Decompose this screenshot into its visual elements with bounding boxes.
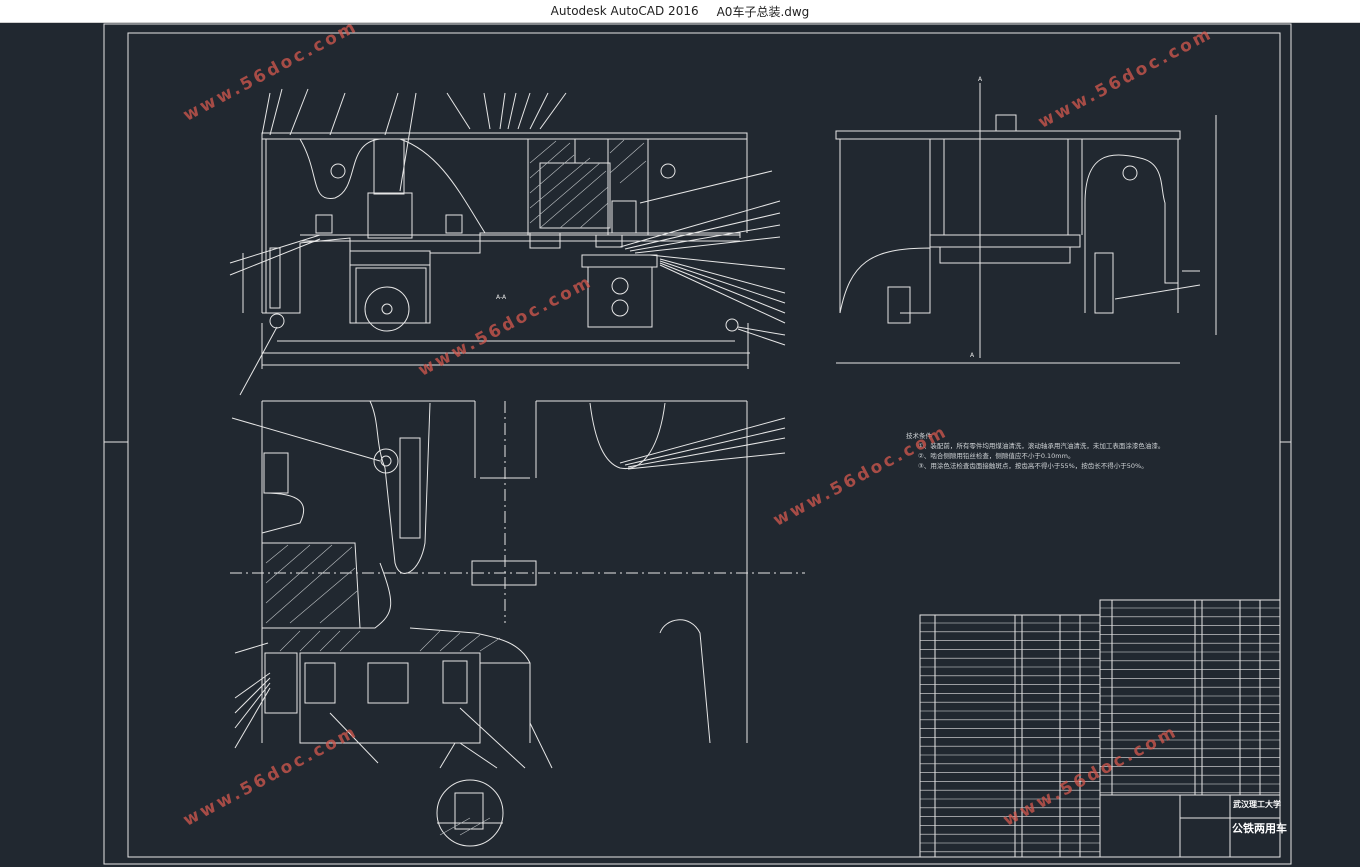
side-view [835, 83, 1217, 364]
cad-drawing[interactable]: A-A A A [0, 23, 1360, 867]
window-titlebar: Autodesk AutoCAD 2016 A0车子总装.dwg [0, 0, 1360, 23]
technical-requirements: 技术条件 ①、装配前，所有零件均用煤油清洗，滚动轴承用汽油清洗，未加工表面涂漆色… [906, 431, 1164, 471]
drawing-canvas[interactable]: A-A A A 技术条件 ①、装配前，所有零件均用煤油清洗，滚动轴承用汽油清洗，… [0, 16, 1360, 867]
title-block-school: 武汉理工大学 [1233, 800, 1281, 809]
section-marker-top: A [978, 76, 983, 83]
app-title: Autodesk AutoCAD 2016 [550, 4, 699, 18]
sheet-outer-border [103, 23, 1292, 865]
notes-heading: 技术条件 [906, 432, 932, 440]
note-item-3: ③、用涂色法检查齿面接触斑点，按齿高不得小于55%，按齿长不得小于50%。 [918, 462, 1148, 470]
section-marker-bottom: A [970, 352, 975, 359]
section-hatching [265, 139, 647, 836]
section-label: A-A [496, 294, 507, 301]
note-item-1: ①、装配前，所有零件均用煤油清洗，滚动轴承用汽油清洗，未加工表面涂漆色油漆。 [918, 442, 1165, 450]
sheet-inner-border [127, 32, 1281, 858]
title-block-product: 公铁两用车 [1232, 822, 1287, 835]
file-name: A0车子总装.dwg [716, 4, 810, 19]
plan-view [230, 400, 805, 847]
note-item-2: ②、啮合侧隙用铅丝检查，侧隙值应不小于0.10mm。 [918, 452, 1075, 460]
front-view [229, 88, 786, 396]
